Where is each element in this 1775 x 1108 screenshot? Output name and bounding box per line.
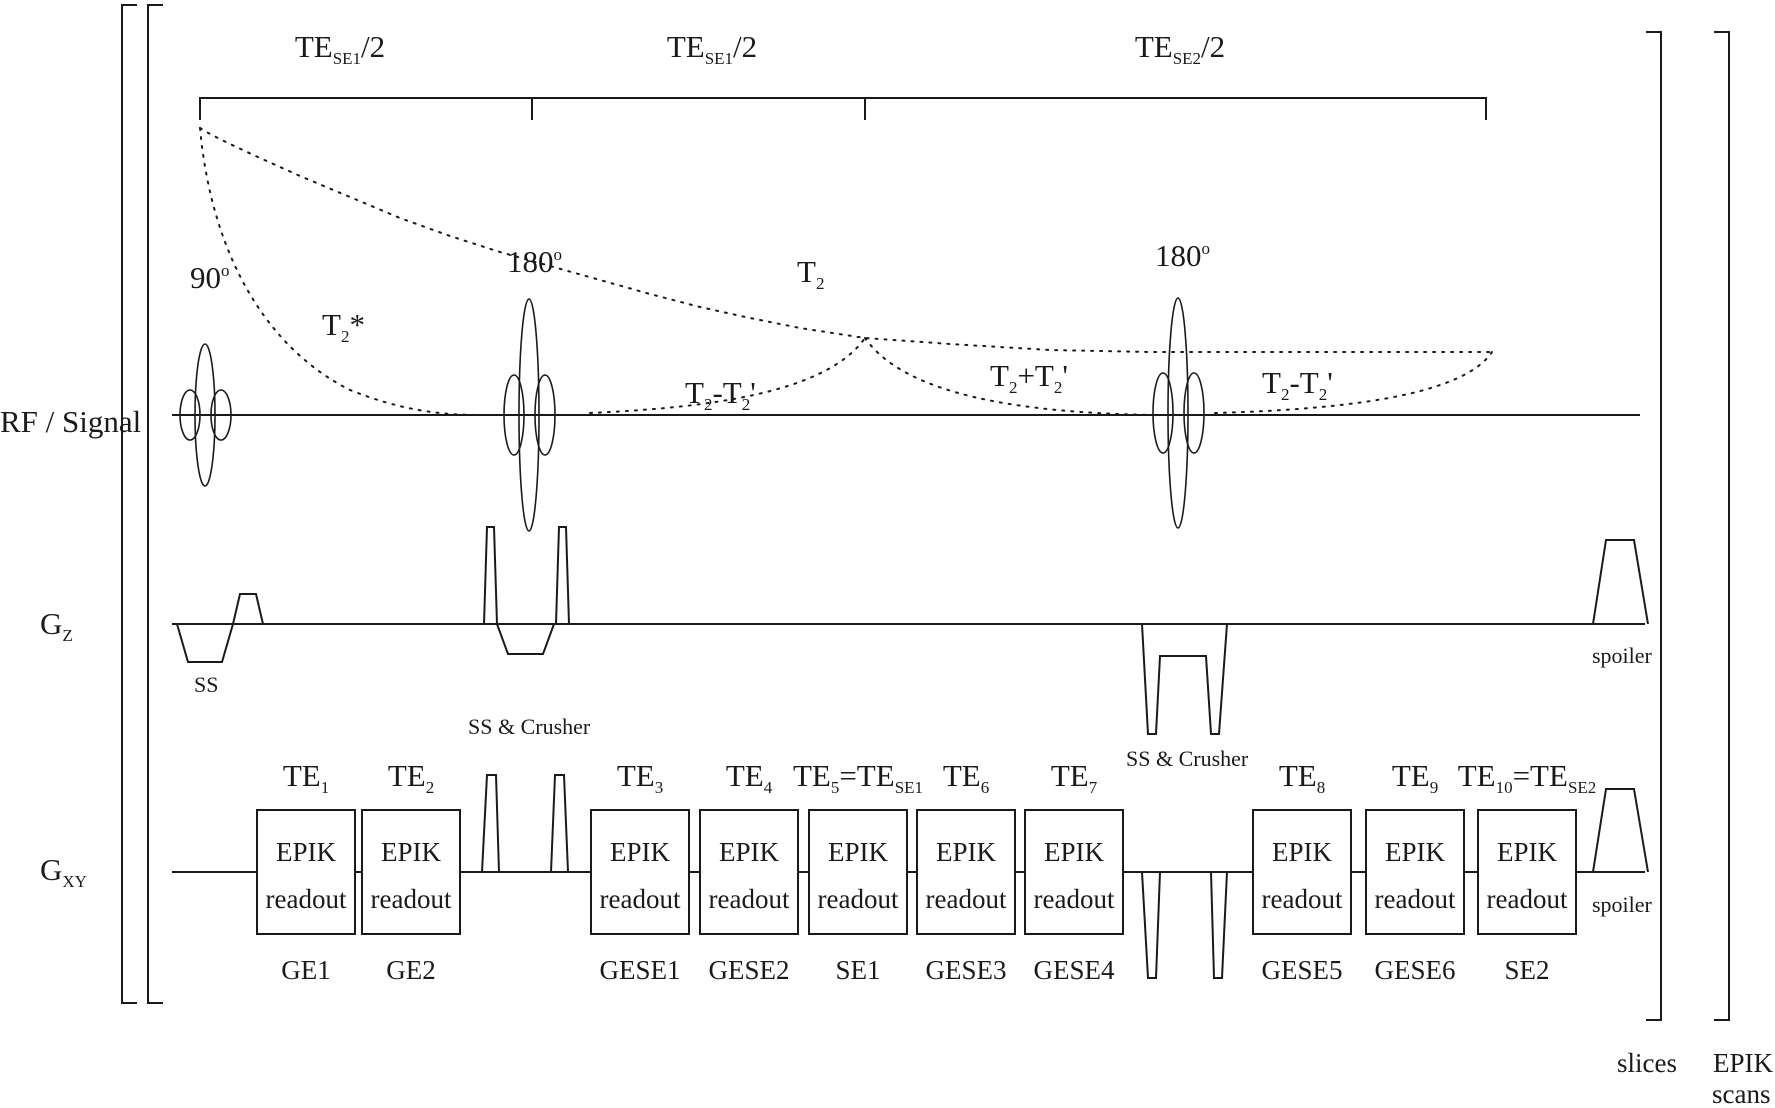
timing-brackets bbox=[199, 97, 1487, 120]
readout-line-1: EPIK bbox=[1385, 837, 1446, 867]
te-label: TE3 bbox=[617, 758, 663, 797]
readout-box bbox=[1365, 809, 1465, 935]
readout-line-2: readout bbox=[1034, 884, 1115, 914]
decay-curves bbox=[199, 127, 1493, 416]
readout-box bbox=[361, 809, 461, 935]
readout-box bbox=[1024, 809, 1124, 935]
te-label: TE2 bbox=[388, 758, 434, 797]
ss-label: SS bbox=[194, 672, 218, 697]
readout-line-1: EPIK bbox=[1272, 837, 1333, 867]
te-label: TE8 bbox=[1279, 758, 1325, 797]
readout-line-2: readout bbox=[1375, 884, 1456, 914]
readout-line-2: readout bbox=[818, 884, 899, 914]
flip-angle-180-1: 180o bbox=[507, 244, 562, 279]
readout-line-2: readout bbox=[371, 884, 452, 914]
te-label: TE5=TESE1 bbox=[793, 758, 923, 797]
t2-minus-t2prime-label-1: T2-T2' bbox=[685, 375, 756, 414]
readout-line-2: readout bbox=[266, 884, 347, 914]
readout-box bbox=[1252, 809, 1352, 935]
echo-name: GESE5 bbox=[1262, 955, 1343, 985]
readout-box bbox=[256, 809, 356, 935]
echo-name: GESE2 bbox=[709, 955, 790, 985]
readout-line-1: EPIK bbox=[381, 837, 442, 867]
flip-angle-90: 90o bbox=[190, 260, 230, 295]
slices-label: slices bbox=[1617, 1048, 1677, 1078]
readout-line-2: readout bbox=[926, 884, 1007, 914]
t2-minus-t2prime-label-2: T2-T2' bbox=[1262, 365, 1333, 404]
rf-pulse-180-1 bbox=[503, 298, 556, 532]
readout-box bbox=[808, 809, 908, 935]
gxy-label: GXY bbox=[40, 852, 87, 891]
echo-name: GESE1 bbox=[600, 955, 681, 985]
gz-label: GZ bbox=[40, 606, 73, 645]
readout-box bbox=[1477, 809, 1577, 935]
echo-name: GE2 bbox=[386, 955, 436, 985]
timing-label-1: TESE1/2 bbox=[295, 29, 385, 68]
ss-crusher-label-2: SS & Crusher bbox=[1126, 746, 1249, 771]
timing-label-2: TESE1/2 bbox=[667, 29, 757, 68]
readout-line-2: readout bbox=[1487, 884, 1568, 914]
readout-line-1: EPIK bbox=[276, 837, 337, 867]
echo-name: SE1 bbox=[835, 955, 880, 985]
readout-line-2: readout bbox=[600, 884, 681, 914]
echo-name: GE1 bbox=[281, 955, 331, 985]
te-label: TE9 bbox=[1392, 758, 1438, 797]
readout-line-2: readout bbox=[1262, 884, 1343, 914]
epik-scans-label-1: EPIK bbox=[1713, 1048, 1774, 1078]
echo-name: SE2 bbox=[1504, 955, 1549, 985]
readout-line-2: readout bbox=[709, 884, 790, 914]
flip-angle-180-2: 180o bbox=[1155, 238, 1210, 273]
readout-box bbox=[699, 809, 799, 935]
timing-label-3: TESE2/2 bbox=[1135, 29, 1225, 68]
rf-pulse-90 bbox=[179, 343, 232, 487]
readout-box bbox=[916, 809, 1016, 935]
readout-line-1: EPIK bbox=[610, 837, 671, 867]
spoiler-z-label: spoiler bbox=[1592, 643, 1653, 668]
echo-name: GESE6 bbox=[1375, 955, 1456, 985]
echo-name: GESE3 bbox=[926, 955, 1007, 985]
readout-line-1: EPIK bbox=[719, 837, 780, 867]
scans-bracket bbox=[1714, 31, 1730, 1021]
readout-box bbox=[590, 809, 690, 935]
readout-line-1: EPIK bbox=[1497, 837, 1558, 867]
readout-line-1: EPIK bbox=[936, 837, 997, 867]
rf-signal-label: RF / Signal bbox=[0, 404, 141, 439]
readout-line-1: EPIK bbox=[1044, 837, 1105, 867]
echo-name: GESE4 bbox=[1034, 955, 1116, 985]
te-label: TE10=TESE2 bbox=[1458, 758, 1597, 797]
t2-label: T2 bbox=[797, 254, 824, 293]
spoiler-xy-label: spoiler bbox=[1592, 892, 1653, 917]
readout-line-1: EPIK bbox=[828, 837, 889, 867]
ss-crusher-label-1: SS & Crusher bbox=[468, 714, 591, 739]
gz-gradients bbox=[176, 526, 1649, 735]
te-label: TE6 bbox=[943, 758, 989, 797]
gxy-gradients bbox=[481, 774, 1649, 979]
rf-pulse-180-2 bbox=[1152, 297, 1205, 529]
slices-bracket bbox=[1646, 31, 1662, 1021]
te-label: TE1 bbox=[283, 758, 329, 797]
t2-plus-t2prime-label: T2+T2' bbox=[990, 358, 1068, 397]
epik-scans-label-2: scans bbox=[1712, 1079, 1770, 1108]
t2-star-label: T2* bbox=[322, 307, 365, 346]
te-label: TE4 bbox=[726, 758, 773, 797]
outer-left-bracket bbox=[121, 4, 137, 1004]
inner-left-bracket bbox=[147, 4, 163, 1004]
te-label: TE7 bbox=[1051, 758, 1098, 797]
